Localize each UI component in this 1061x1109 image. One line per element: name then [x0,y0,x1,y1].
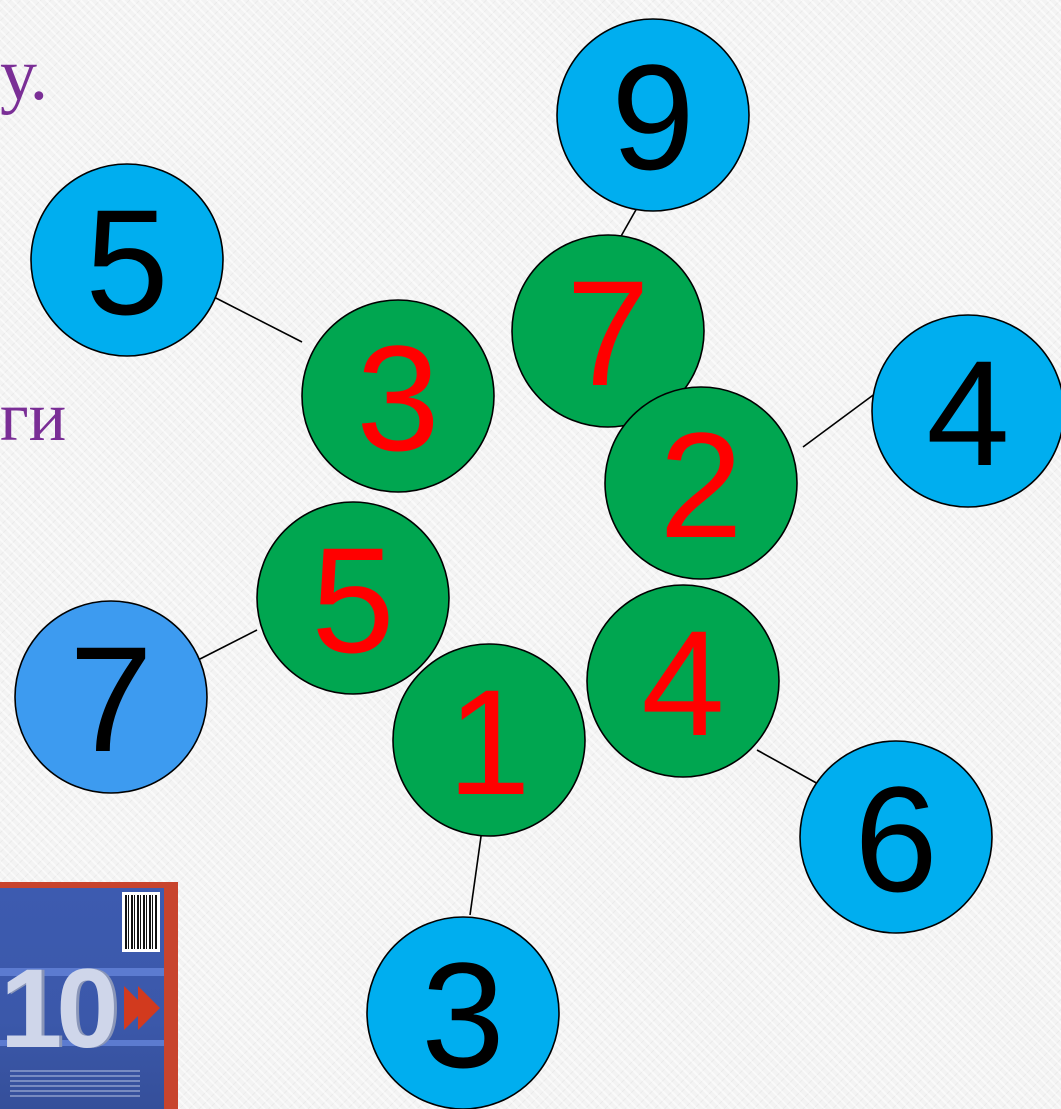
outer-circle-digit: 9 [611,33,694,201]
book-cover-number: 10 [0,954,113,1064]
outer-circle: 4 [872,315,1061,507]
connector-line [210,295,302,342]
outer-circle: 6 [800,741,992,933]
outer-circle: 5 [31,164,223,356]
outer-circle: 9 [557,19,749,211]
outer-circle: 3 [367,917,559,1109]
inner-circle-digit: 7 [566,249,649,417]
outer-circle-digit: 4 [926,329,1009,497]
inner-circle-digit: 5 [311,516,394,684]
outer-circle-digit: 5 [85,178,168,346]
connector-line [198,630,257,660]
inner-circle-digit: 2 [659,401,742,569]
inner-circle-digit: 1 [447,658,530,826]
inner-circle: 3 [302,300,494,492]
inner-circle: 5 [257,502,449,694]
book-cover-fine-print [10,1070,140,1100]
outer-circle: 7 [15,601,207,793]
barcode-icon [122,892,160,952]
connector-line [620,208,637,238]
inner-circle: 1 [393,644,585,836]
inner-circle: 4 [587,585,779,777]
inner-circle-digit: 4 [641,599,724,767]
book-cover-image: 10 [0,882,178,1109]
outer-circle-digit: 7 [69,615,152,783]
inner-circle-digit: 3 [356,314,439,482]
outer-circle-digit: 3 [421,931,504,1099]
outer-circle-digit: 6 [854,755,937,923]
connector-line [803,390,880,447]
inner-circle: 2 [605,387,797,579]
arrow-icon-second [138,986,160,1030]
connector-line [757,750,820,785]
